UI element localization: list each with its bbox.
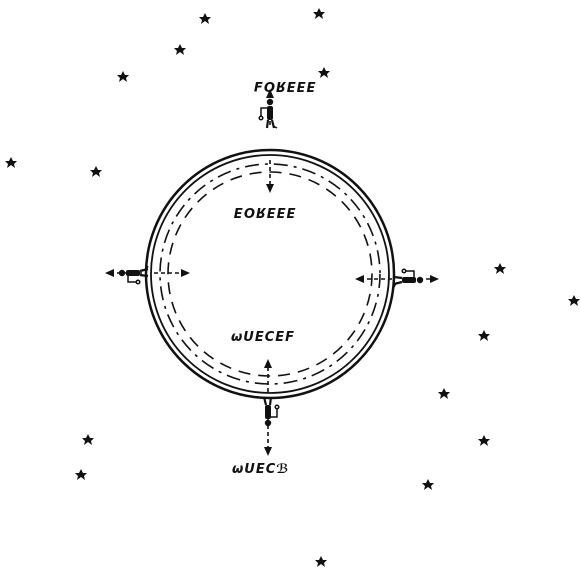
- star-icon: [494, 263, 506, 274]
- star-icon: [75, 469, 87, 480]
- label-bottom-inside: ωUECEF: [231, 330, 295, 345]
- star-icon: [82, 434, 94, 445]
- arrowhead-icon: [355, 275, 364, 283]
- arrowhead-icon: [181, 269, 190, 277]
- label-top-outside: ƎƎƎЯОℲ: [253, 78, 316, 93]
- arrowhead-icon: [430, 275, 439, 283]
- star-icon: [568, 295, 580, 306]
- star-icon: [438, 388, 450, 399]
- arrowhead-icon: [266, 184, 274, 193]
- star-icon: [478, 435, 490, 446]
- star-icon: [174, 44, 186, 55]
- person-icon: [261, 397, 279, 426]
- label-top-inside: ƎƎƎЯОƎ: [233, 204, 296, 219]
- person-icon: [394, 269, 423, 287]
- arrowhead-icon: [264, 359, 272, 368]
- person-icon: [119, 266, 148, 284]
- planet-dashed-ring-outer: [160, 164, 380, 384]
- figures: [119, 99, 423, 426]
- arrowhead-icon: [105, 269, 114, 277]
- star-icon: [422, 479, 434, 490]
- arrowhead-icon: [264, 447, 272, 456]
- star-icon: [318, 67, 330, 78]
- star-icon: [5, 157, 17, 168]
- star-icon: [117, 71, 129, 82]
- star-icon: [90, 166, 102, 177]
- star-icon: [313, 8, 325, 19]
- star-icon: [478, 330, 490, 341]
- planet-dashed-ring-inner: [168, 172, 372, 376]
- person-icon: [259, 99, 277, 128]
- star-icon: [199, 13, 211, 24]
- star-icon: [315, 556, 327, 567]
- label-bottom-outside: ωUECℬ: [232, 462, 289, 477]
